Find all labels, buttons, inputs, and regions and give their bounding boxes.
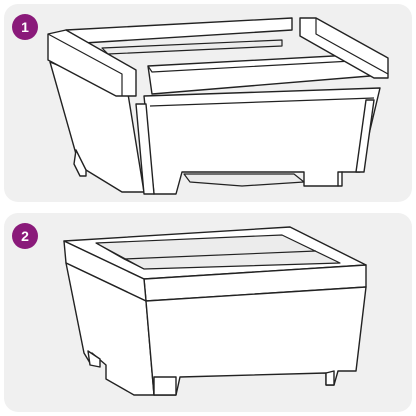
step-2-panel: 2	[4, 213, 412, 412]
assembled-planter	[63, 226, 367, 396]
step-2-illustration-assembled-planter	[63, 226, 367, 396]
top-frame-rails	[47, 17, 389, 97]
step-1-panel: 1	[4, 4, 412, 202]
step-1-badge: 1	[12, 14, 38, 40]
step-1-illustration-exploded-planter	[47, 17, 389, 195]
step-2-badge: 2	[12, 223, 38, 249]
